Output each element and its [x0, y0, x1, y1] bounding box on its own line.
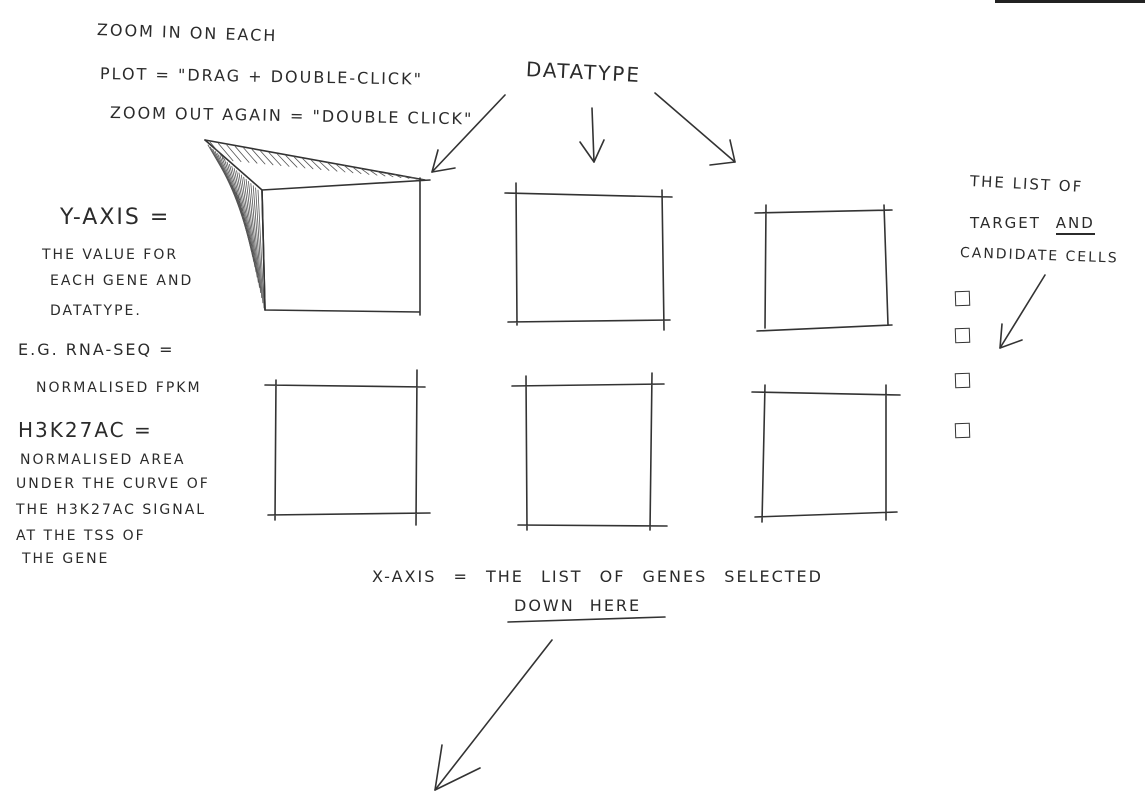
y-axis-note-line: THE GENE [22, 551, 110, 567]
plot-frame[interactable] [264, 369, 431, 526]
plot-frame[interactable] [751, 384, 901, 523]
x-axis-note-line1: X-AXIS = THE LIST OF GENES SELECTED [372, 567, 823, 586]
y-axis-note-line: DATATYPE. [50, 303, 142, 319]
y-axis-note-line: E.G. RNA-SEQ = [18, 340, 175, 359]
zoom-drag-shading [204, 139, 426, 311]
cells-note-and: AND [1055, 214, 1095, 235]
cells-note-line2: TARGET AND [970, 214, 1095, 235]
cells-arrow [999, 274, 1046, 349]
datatype-arrow-down [579, 107, 605, 163]
cell-checkbox[interactable] [954, 372, 971, 389]
zoom-arrow [431, 94, 506, 173]
top-edge-line [995, 0, 1145, 3]
cell-checkbox[interactable] [954, 290, 971, 307]
datatype-arrow-right [654, 92, 736, 166]
y-axis-note-line: H3K27AC = [18, 418, 153, 442]
y-axis-note-line: THE VALUE FOR [42, 247, 179, 263]
down-here-underline [507, 616, 666, 623]
cell-checkbox[interactable] [954, 422, 971, 439]
plot-frame[interactable] [261, 177, 431, 316]
x-axis-note-line2: DOWN HERE [514, 596, 642, 615]
genes-arrow [434, 639, 553, 791]
y-axis-note-line: THE H3K27AC SIGNAL [16, 502, 207, 518]
y-axis-note-line: NORMALISED FPKM [36, 380, 202, 396]
y-axis-note-line: EACH GENE AND [50, 273, 194, 289]
plot-frame[interactable] [754, 204, 893, 332]
cell-checkbox[interactable] [954, 327, 971, 344]
y-axis-note-line: UNDER THE CURVE OF [16, 476, 210, 492]
y-axis-note-line: AT THE TSS OF [16, 528, 146, 544]
plot-frame[interactable] [511, 372, 668, 531]
y-axis-heading: Y-AXIS = [60, 205, 171, 230]
plot-frame[interactable] [504, 182, 673, 331]
cells-note-target: TARGET [970, 214, 1041, 232]
y-axis-note-line: NORMALISED AREA [20, 452, 186, 468]
